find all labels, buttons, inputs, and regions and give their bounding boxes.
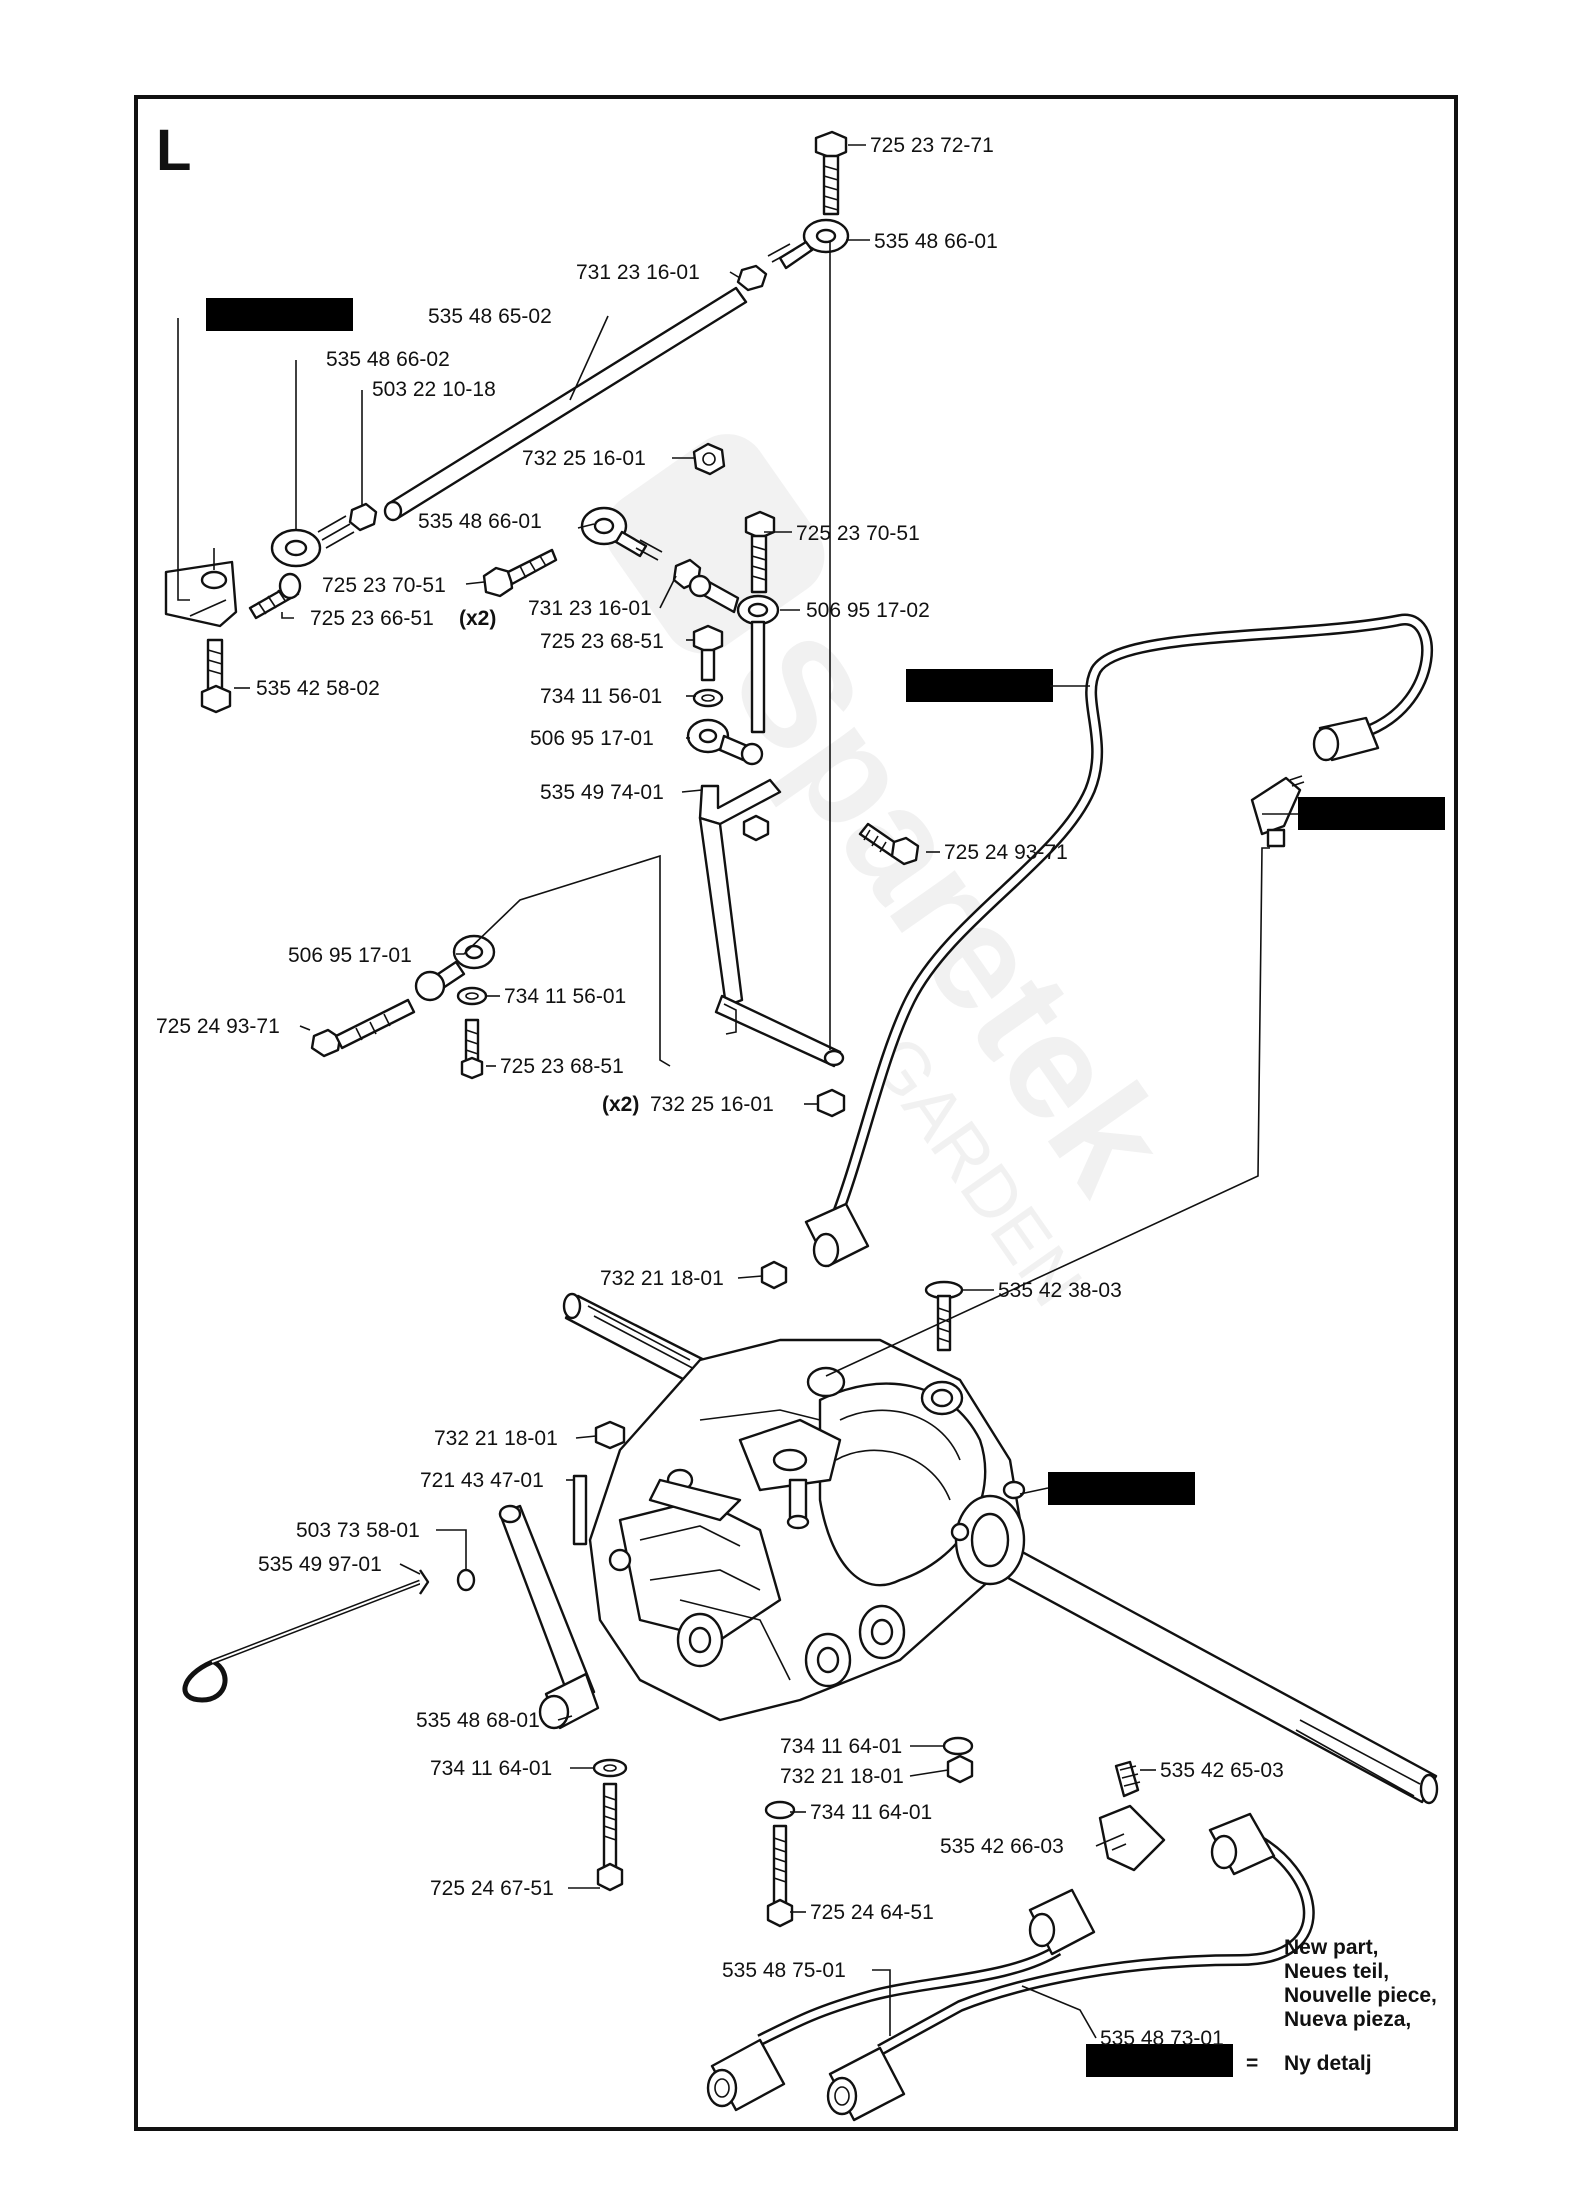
part-label-734-11-64-01: 734 11 64-01 <box>780 1735 902 1758</box>
legend-equals: = <box>1246 2052 1258 2075</box>
part-qty-label: (x2) <box>459 607 496 630</box>
part-label-535-49-97-01: 535 49 97-01 <box>258 1553 382 1576</box>
part-label-732-21-18-01: 732 21 18-01 <box>600 1267 724 1290</box>
part-label-535-48-66-01: 535 48 66-01 <box>874 230 998 253</box>
part-qty-label: (x2) <box>602 1093 639 1116</box>
part-label-506-95-17-01: 506 95 17-01 <box>530 727 654 750</box>
legend-marker <box>1086 2044 1233 2077</box>
part-label-725-23-68-51: 725 23 68-51 <box>500 1055 624 1078</box>
part-label-535-48-68-01: 535 48 68-01 <box>416 1709 540 1732</box>
part-label-506-95-17-01: 506 95 17-01 <box>288 944 412 967</box>
part-label-535-48-73-01: 535 48 73-01 <box>1100 2027 1224 2050</box>
transaxle-assembly <box>182 1260 1439 1928</box>
leader-lines <box>177 144 1298 2039</box>
part-label-725-23-66-51: 725 23 66-51 <box>310 607 434 630</box>
part-label-732-21-18-01: 732 21 18-01 <box>434 1427 558 1450</box>
new-part-marker <box>206 298 353 331</box>
part-label-725-23-70-51: 725 23 70-51 <box>796 522 920 545</box>
hydraulic-line-lower <box>706 1812 1315 2122</box>
part-label-535-42-38-03: 535 42 38-03 <box>998 1279 1122 1302</box>
new-part-marker <box>1048 1472 1195 1505</box>
part-label-725-24-93-71: 725 24 93-71 <box>156 1015 280 1038</box>
hydraulic-line-upper <box>804 613 1433 1268</box>
legend-line-de: Neues teil, <box>1284 1960 1389 1983</box>
part-label-734-11-64-01: 734 11 64-01 <box>430 1757 552 1780</box>
part-label-535-42-58-02: 535 42 58-02 <box>256 677 380 700</box>
new-part-marker <box>1298 797 1445 830</box>
part-label-731-23-16-01: 731 23 16-01 <box>528 597 652 620</box>
part-label-732-21-18-01: 732 21 18-01 <box>780 1765 904 1788</box>
part-label-725-24-67-51: 725 24 67-51 <box>430 1877 554 1900</box>
new-part-marker <box>906 669 1053 702</box>
part-label-732-25-16-01: 732 25 16-01 <box>650 1093 774 1116</box>
legend-line-sv: Ny detalj <box>1284 2052 1372 2075</box>
new-part-legend: New part, Neues teil, Nouvelle piece, Nu… <box>1246 1936 1437 2075</box>
part-label-535-48-66-01: 535 48 66-01 <box>418 510 542 533</box>
part-label-535-48-66-02: 535 48 66-02 <box>326 348 450 371</box>
part-label-725-24-93-71: 725 24 93-71 <box>944 841 1068 864</box>
part-label-725-24-64-51: 725 24 64-51 <box>810 1901 934 1924</box>
parts-diagram-frame <box>134 95 1458 2131</box>
part-label-503-73-58-01: 503 73 58-01 <box>296 1519 420 1542</box>
part-label-535-42-65-03: 535 42 65-03 <box>1160 1759 1284 1782</box>
legend-line-es: Nueva pieza, <box>1284 2008 1411 2031</box>
part-label-506-95-17-02: 506 95 17-02 <box>806 599 930 622</box>
part-label-721-43-47-01: 721 43 47-01 <box>420 1469 544 1492</box>
part-label-503-22-10-18: 503 22 10-18 <box>372 378 496 401</box>
section-letter: L <box>156 118 191 183</box>
part-label-725-23-68-51: 725 23 68-51 <box>540 630 664 653</box>
legend-line-fr: Nouvelle piece, <box>1284 1984 1437 2007</box>
linkage-parts <box>164 130 920 1118</box>
part-label-734-11-64-01: 734 11 64-01 <box>810 1801 932 1824</box>
part-label-734-11-56-01: 734 11 56-01 <box>504 985 626 1008</box>
part-label-725-23-72-71: 725 23 72-71 <box>870 134 994 157</box>
part-label-535-48-75-01: 535 48 75-01 <box>722 1959 846 1982</box>
part-label-725-23-70-51: 725 23 70-51 <box>322 574 446 597</box>
part-label-535-42-66-03: 535 42 66-03 <box>940 1835 1064 1858</box>
part-label-732-25-16-01: 732 25 16-01 <box>522 447 646 470</box>
part-number-labels: 725 23 72-71 535 48 66-01 731 23 16-01 5… <box>156 134 1284 2050</box>
part-label-734-11-56-01: 734 11 56-01 <box>540 685 662 708</box>
legend-line-en: New part, <box>1284 1936 1379 1959</box>
watermark-logo: Sparetek GARDEN <box>605 434 1201 1321</box>
part-label-535-49-74-01: 535 49 74-01 <box>540 781 664 804</box>
part-label-731-23-16-01: 731 23 16-01 <box>576 261 700 284</box>
part-label-535-48-65-02: 535 48 65-02 <box>428 305 552 328</box>
